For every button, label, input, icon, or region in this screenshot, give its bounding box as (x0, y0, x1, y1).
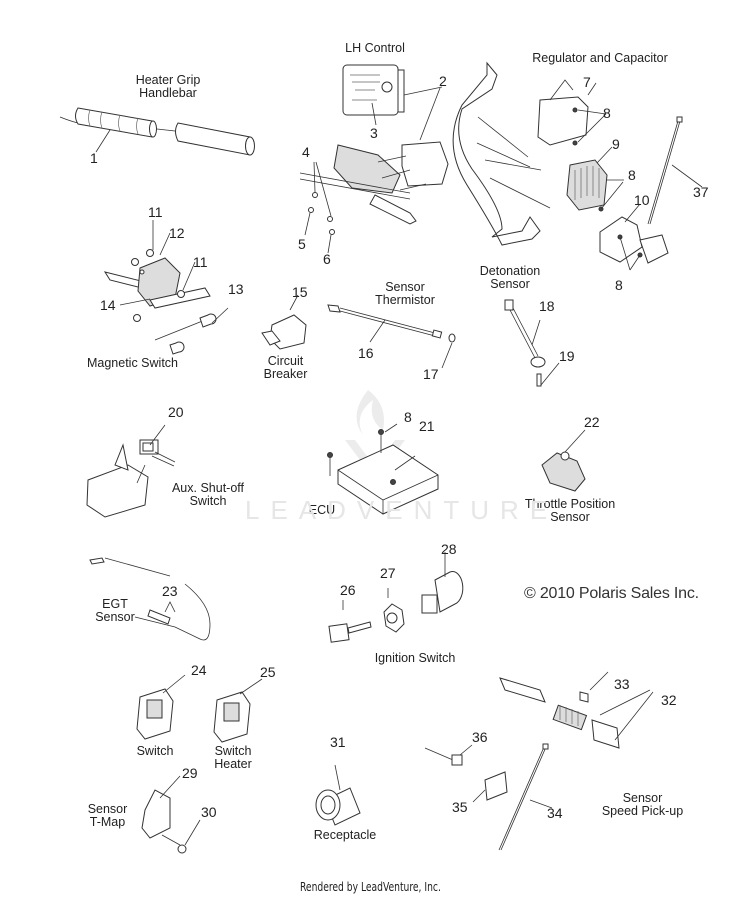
callout-18: 18 (539, 298, 555, 314)
callout-8-rectifier: 8 (628, 167, 636, 183)
sensor-thermistor-part (327, 304, 456, 369)
label-lh-control: LH Control (345, 41, 405, 55)
label-circuit-breaker: Circuit Breaker (263, 354, 308, 381)
throttle-position-sensor-part (541, 429, 586, 492)
receptacle-part (315, 764, 361, 826)
callout-17: 17 (423, 366, 439, 382)
callout-9: 9 (612, 136, 620, 152)
label-sensor-thermistor: Sensor Thermistor (375, 280, 435, 307)
callout-3: 3 (370, 125, 378, 141)
callout-20: 20 (168, 404, 184, 420)
callout-30: 30 (201, 804, 217, 820)
callout-23: 23 (162, 583, 178, 599)
clip-35-part (472, 771, 508, 803)
callout-8-connector: 8 (615, 277, 623, 293)
egt-sensor-part (89, 557, 211, 641)
callout-33: 33 (614, 676, 630, 692)
callout-21: 21 (419, 418, 435, 434)
callout-8-ecu: 8 (404, 409, 412, 425)
callout-36: 36 (472, 729, 488, 745)
copyright-notice: © 2010 Polaris Sales Inc. (524, 585, 699, 602)
label-ignition-switch: Ignition Switch (374, 651, 456, 665)
ecu-part (327, 423, 439, 515)
callout-31: 31 (330, 734, 346, 750)
callout-24: 24 (191, 662, 207, 678)
label-sensor-tmap: Sensor T-Map (87, 802, 128, 829)
callout-29: 29 (182, 765, 198, 781)
label-heater-grip: Heater Grip Handlebar (135, 73, 201, 100)
callout-1: 1 (90, 150, 98, 166)
magnetic-switch-part (103, 220, 229, 355)
label-egt-sensor: EGT Sensor (95, 597, 135, 624)
regulator-bracket-part (452, 61, 703, 271)
ignition-switch-part (328, 552, 464, 643)
switch-part (136, 674, 186, 740)
callout-15: 15 (292, 284, 308, 300)
detonation-sensor-part (504, 299, 560, 387)
switch-heater-part (213, 678, 263, 743)
callout-8-regulator: 8 (603, 105, 611, 121)
label-detonation-sensor: Detonation Sensor (479, 264, 541, 291)
callout-11-top: 11 (148, 204, 163, 220)
callout-28: 28 (441, 541, 457, 557)
callout-4: 4 (302, 144, 310, 160)
callout-26: 26 (340, 582, 356, 598)
label-switch-heater: Switch Heater (214, 744, 252, 771)
callout-19: 19 (559, 348, 575, 364)
callout-12: 12 (169, 225, 185, 241)
callout-27: 27 (380, 565, 396, 581)
label-switch: Switch (136, 744, 174, 758)
aux-shutoff-switch-part (86, 424, 176, 518)
label-magnetic-switch: Magnetic Switch (86, 356, 178, 370)
speed-pickup-sensor-part (499, 671, 654, 749)
callout-34: 34 (547, 805, 563, 821)
callout-5: 5 (298, 236, 306, 252)
screw-36-part (424, 744, 473, 766)
label-throttle-position-sensor: Throttle Position Sensor (524, 497, 616, 524)
lh-control-part (299, 64, 449, 254)
label-receptacle: Receptacle (313, 828, 377, 842)
callout-37: 37 (693, 184, 709, 200)
watermark-text: LEADVENTURE (245, 495, 559, 525)
callout-35: 35 (452, 799, 468, 815)
sensor-tmap-part (141, 775, 201, 854)
callout-2: 2 (439, 73, 447, 89)
callout-22: 22 (584, 414, 600, 430)
label-ecu: ECU (308, 503, 336, 517)
footer-credit: Rendered by LeadVenture, Inc. (300, 880, 441, 894)
callout-7: 7 (583, 74, 591, 90)
callout-25: 25 (260, 664, 276, 680)
callout-32: 32 (661, 692, 677, 708)
callout-13: 13 (228, 281, 244, 297)
label-aux-shutoff-switch: Aux. Shut-off Switch (171, 481, 245, 508)
callout-10: 10 (634, 192, 650, 208)
cable-tie-34-part (498, 743, 553, 851)
callout-6: 6 (323, 251, 331, 267)
callout-14: 14 (100, 297, 116, 313)
heater-grip-part (59, 107, 255, 156)
circuit-breaker-part (261, 294, 307, 350)
label-regulator-capacitor: Regulator and Capacitor (532, 51, 668, 65)
label-sensor-speed-pickup: Sensor Speed Pick-up (601, 791, 684, 818)
callout-11-right: 11 (193, 254, 208, 270)
callout-16: 16 (358, 345, 374, 361)
